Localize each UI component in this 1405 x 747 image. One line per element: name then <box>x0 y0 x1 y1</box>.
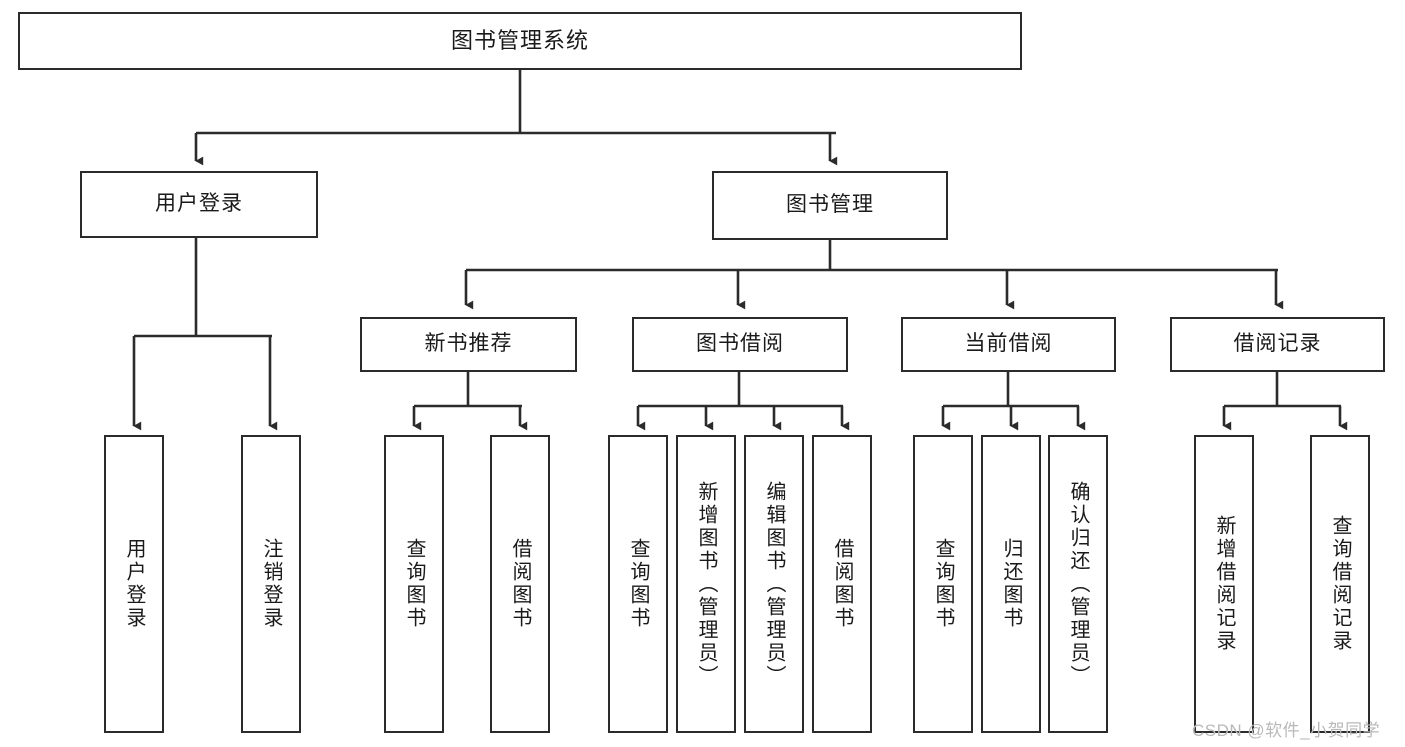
node-book-management-label: 图书管理 <box>786 193 874 217</box>
node-borrow-records[interactable]: 借阅记录 <box>1170 317 1385 372</box>
node-root-system-label: 图书管理系统 <box>450 28 589 54</box>
leaf-current-borrow-return[interactable]: 归还图书 <box>981 435 1041 733</box>
leaf-book-borrow-query[interactable]: 查询图书 <box>608 435 668 733</box>
leaf-current-borrow-return-label: 归还图书 <box>1000 538 1022 630</box>
leaf-current-borrow-confirm-return-label: 确认归还（管理员） <box>1067 480 1089 688</box>
leaf-user-login-signin[interactable]: 用户登录 <box>104 435 164 733</box>
leaf-borrow-record-query[interactable]: 查询借阅记录 <box>1310 435 1370 733</box>
leaf-new-book-borrow-label: 借阅图书 <box>509 538 531 630</box>
node-current-borrow-label: 当前借阅 <box>964 332 1053 356</box>
leaf-new-book-query-label: 查询图书 <box>403 538 425 630</box>
node-new-book-recommend-label: 新书推荐 <box>424 332 513 356</box>
leaf-user-login-signout-label: 注销登录 <box>260 538 282 630</box>
csdn-watermark: CSDN @软件_小贺同学 <box>1192 721 1381 740</box>
node-user-login[interactable]: 用户登录 <box>80 171 318 238</box>
node-book-borrow[interactable]: 图书借阅 <box>632 317 848 372</box>
node-borrow-records-label: 借阅记录 <box>1233 332 1322 356</box>
leaf-user-login-signout[interactable]: 注销登录 <box>241 435 301 733</box>
node-book-borrow-label: 图书借阅 <box>696 332 784 356</box>
leaf-borrow-record-add-label: 新增借阅记录 <box>1213 515 1235 653</box>
node-book-management[interactable]: 图书管理 <box>712 171 948 240</box>
node-user-login-label: 用户登录 <box>155 192 243 216</box>
node-new-book-recommend[interactable]: 新书推荐 <box>360 317 577 372</box>
leaf-book-borrow-edit[interactable]: 编辑图书（管理员） <box>744 435 804 733</box>
leaf-borrow-record-add[interactable]: 新增借阅记录 <box>1194 435 1254 733</box>
leaf-current-borrow-confirm-return[interactable]: 确认归还（管理员） <box>1048 435 1108 733</box>
leaf-book-borrow-borrow[interactable]: 借阅图书 <box>812 435 872 733</box>
leaf-current-borrow-query-label: 查询图书 <box>932 538 954 630</box>
node-current-borrow[interactable]: 当前借阅 <box>901 317 1116 372</box>
leaf-borrow-record-query-label: 查询借阅记录 <box>1329 515 1351 653</box>
leaf-current-borrow-query[interactable]: 查询图书 <box>913 435 973 733</box>
leaf-book-borrow-query-label: 查询图书 <box>627 538 649 630</box>
leaf-book-borrow-add[interactable]: 新增图书（管理员） <box>676 435 736 733</box>
leaf-user-login-signin-label: 用户登录 <box>123 538 145 630</box>
leaf-new-book-borrow[interactable]: 借阅图书 <box>490 435 550 733</box>
leaf-new-book-query[interactable]: 查询图书 <box>384 435 444 733</box>
node-root-system[interactable]: 图书管理系统 <box>18 12 1022 70</box>
leaf-book-borrow-borrow-label: 借阅图书 <box>831 538 853 630</box>
leaf-book-borrow-add-label: 新增图书（管理员） <box>695 480 717 688</box>
leaf-book-borrow-edit-label: 编辑图书（管理员） <box>763 480 785 688</box>
